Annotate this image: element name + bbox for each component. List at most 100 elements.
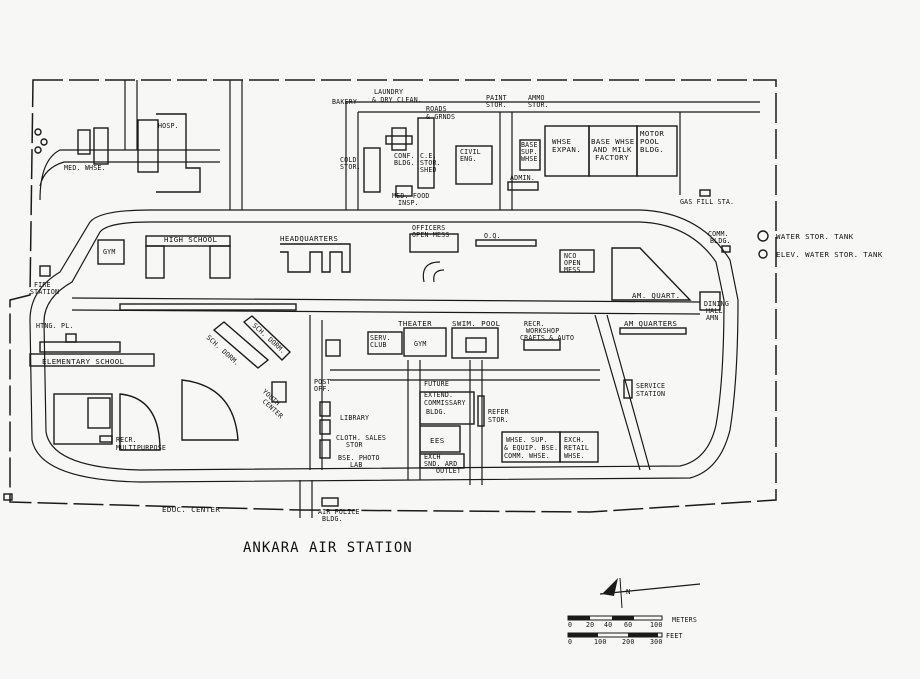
label-theater: THEATER <box>398 319 432 328</box>
label-post: POST <box>314 378 331 386</box>
elev-water-stor-tank <box>758 249 768 259</box>
building-gas-sta <box>699 189 711 197</box>
label-high-school: HIGH SCHOOL <box>164 235 217 244</box>
building-oq <box>475 239 537 247</box>
label-ammo-stor: STOR. <box>528 101 549 109</box>
ring-road-inner <box>43 221 725 471</box>
label-oq: O.Q. <box>484 232 501 240</box>
scale-f-200: 200 <box>622 638 635 646</box>
building-ce-stor <box>417 117 435 189</box>
building-serv-club <box>367 331 403 355</box>
label-crafts: CRAFTS & AUTO <box>520 334 574 342</box>
scale-f-100: 100 <box>594 638 607 646</box>
label-workshop: WORKSHOP <box>526 327 559 335</box>
label-expan: EXPAN. <box>552 145 581 154</box>
label-base-sup3: WHSE. <box>521 155 542 163</box>
label-conf-bldg: BLDG. <box>394 159 415 167</box>
label-gas: GAS FILL STA. <box>680 198 734 206</box>
label-comm-bldg: BLDG. <box>710 237 731 245</box>
label-dining-hall: HALL <box>706 307 723 315</box>
label-base-sup2: SUP. <box>521 148 538 156</box>
building-cold-stor <box>363 147 381 193</box>
label-milk: AND MILK <box>593 145 632 154</box>
label-bse-photo: BSE. PHOTO <box>338 454 380 462</box>
label-outlet: OUTLET <box>436 467 461 475</box>
scale-meters-label: METERS <box>672 616 697 624</box>
label-dining: DINING <box>704 300 729 308</box>
officers-drive <box>422 261 445 283</box>
label-dry-clean: & DRY CLEAN. <box>372 96 422 104</box>
label-hosp: HOSP. <box>158 122 179 130</box>
building-htng-pl <box>65 333 77 343</box>
upper-road-3 <box>499 112 681 210</box>
scale-m-0: 0 <box>568 621 572 629</box>
label-nco-open: OPEN <box>564 259 581 267</box>
building-conf-bldg <box>385 127 413 151</box>
building-gym <box>97 239 125 265</box>
label-fire: FIRE <box>34 281 51 289</box>
label-nco: NCO <box>564 252 577 260</box>
label-equip: & EQUIP. BSE. <box>504 444 558 452</box>
north-arrow: N <box>599 577 701 609</box>
fuel-tanks <box>34 128 48 154</box>
building-civil-eng <box>455 145 493 185</box>
label-snd: SND. ARD <box>424 460 457 468</box>
lower-road-3 <box>299 480 313 518</box>
label-multipurpose: MULTIPURPOSE <box>116 444 166 452</box>
scale-bar: 0 20 40 60 100 METERS 0 100 200 300 FEET <box>567 615 697 646</box>
lower-road-2 <box>330 314 651 471</box>
building-library-row <box>319 401 331 459</box>
building-med-food <box>395 185 413 197</box>
label-cold-stor: STOR. <box>340 163 361 171</box>
label-commissary: COMMISSARY <box>424 399 466 407</box>
label-admin: ADMIN. <box>510 174 535 182</box>
north-letter: N <box>626 587 631 596</box>
label-extend: EXTEND. <box>424 391 453 399</box>
label-insp: INSP. <box>398 199 419 207</box>
label-base-sup: BASE <box>521 141 538 149</box>
label-comm-whse: COMM. WHSE. <box>504 452 550 460</box>
label-cold: COLD <box>340 156 357 164</box>
label-civil-eng: ENG. <box>460 155 477 163</box>
label-off: OFF. <box>314 385 331 393</box>
label-ammo: AMMO <box>528 94 545 102</box>
label-amn: AMN <box>706 314 719 322</box>
building-fire-station <box>39 265 51 277</box>
label-officers: OFFICERS <box>412 224 445 232</box>
label-hq: HEADQUARTERS <box>280 234 338 243</box>
label-paint-stor: STOR. <box>486 101 507 109</box>
building-post-off <box>325 339 341 357</box>
label-exch2: EXCH. <box>564 436 585 444</box>
label-future: FUTURE <box>424 380 449 388</box>
building-elementary-school <box>29 341 155 367</box>
label-lab: LAB <box>350 461 363 469</box>
label-swim: SWIM. POOL <box>452 319 501 328</box>
label-refer-stor: STOR. <box>488 416 509 424</box>
central-road <box>71 297 701 315</box>
label-ce-stor: STOR. <box>420 159 441 167</box>
parking-lot <box>119 303 297 311</box>
label-conf: CONF. <box>394 152 415 160</box>
scale-feet-label: FEET <box>666 632 683 640</box>
building-sch-dorm-1 <box>212 321 270 369</box>
label-library: LIBRARY <box>340 414 369 422</box>
label-recr: RECR. <box>524 320 545 328</box>
scale-f-300: 300 <box>650 638 663 646</box>
label-serv: SERV. <box>370 334 391 342</box>
building-headquarters <box>280 243 351 273</box>
label-water-tank: WATER STOR. TANK <box>776 232 854 241</box>
label-base-whse: BASE WHSE. <box>591 137 640 146</box>
building-sch-dorm-2 <box>242 315 292 361</box>
label-exch: EXCH <box>424 453 441 461</box>
label-am-quarters: AM QUARTERS <box>624 319 677 328</box>
scale-m-40: 40 <box>604 621 612 629</box>
building-recr-workshop <box>523 339 561 351</box>
building-educ-center <box>3 493 13 501</box>
label-sch-dorm-1: SCH. DORM. <box>205 334 241 368</box>
building-theater-gym <box>403 327 447 357</box>
label-whse: WHSE <box>552 137 571 146</box>
label-elev-tank: ELEV. WATER STOR. TANK <box>776 250 883 259</box>
building-air-police <box>321 497 339 507</box>
building-am-quart <box>611 247 692 301</box>
